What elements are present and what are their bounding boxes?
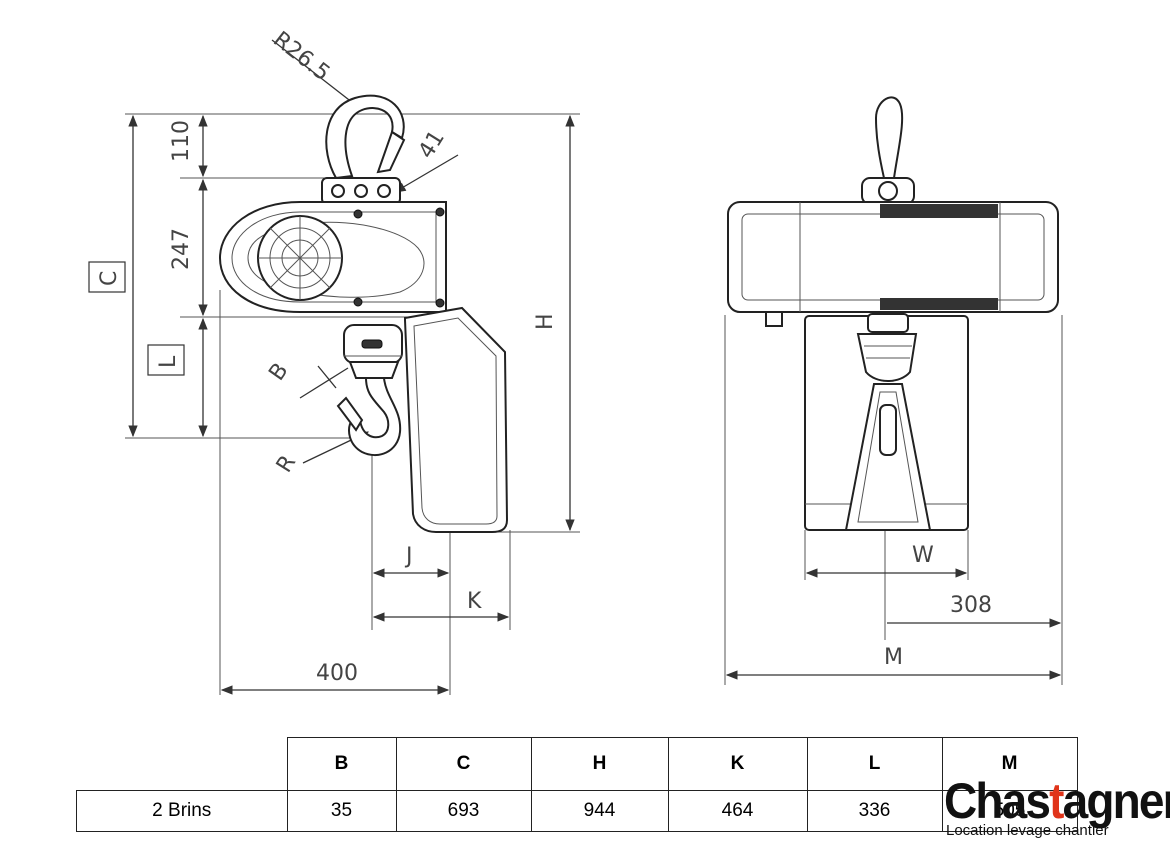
dim-400: 400 xyxy=(316,661,358,686)
dim-k: K xyxy=(467,589,482,614)
table-header-cell: B xyxy=(286,737,397,791)
front-view xyxy=(724,96,1063,685)
table-cell: 505 xyxy=(941,790,1078,832)
table-cell: 35 xyxy=(286,790,397,832)
dim-l-box: L xyxy=(147,344,185,376)
table-header-cell: H xyxy=(530,737,669,791)
dim-110: 110 xyxy=(169,120,194,162)
logo-tagline: Location levage chantier xyxy=(946,822,1109,839)
dim-r: R xyxy=(272,451,301,477)
dim-b: B xyxy=(264,359,293,386)
table-header-cell: C xyxy=(395,737,532,791)
dim-41: 41 xyxy=(414,126,450,163)
table-header-cell: L xyxy=(806,737,943,791)
chastagner-logo: Chastagner Location levage chantier xyxy=(940,772,1170,842)
dim-w: W xyxy=(912,543,934,568)
table-cell: 336 xyxy=(806,790,943,832)
logo-name-accent: t xyxy=(1049,773,1064,829)
dim-c-box: C xyxy=(88,261,126,293)
table-cell: 464 xyxy=(667,790,808,832)
dim-308: 308 xyxy=(950,593,992,618)
dim-l: L xyxy=(156,355,181,368)
table-header-blank xyxy=(77,738,288,791)
table-cell: 944 xyxy=(530,790,669,832)
dim-c: C xyxy=(97,271,122,286)
logo-name: Chastagner xyxy=(944,772,1170,830)
table-cell: 693 xyxy=(395,790,532,832)
technical-drawing: R26.5 110 41 247 C L H B R J K 400 xyxy=(88,27,1063,695)
dim-247: 247 xyxy=(169,228,194,270)
logo-name-part2: agner xyxy=(1062,773,1170,829)
dim-m: M xyxy=(884,645,903,670)
side-view xyxy=(125,39,580,695)
table-header-row: B C H K L M xyxy=(77,737,1078,791)
dim-r26: R26.5 xyxy=(268,27,334,86)
logo-name-part1: Chas xyxy=(944,773,1051,829)
table-row: 2 Brins 35 693 944 464 336 505 xyxy=(76,790,1078,832)
dim-j: J xyxy=(404,544,413,569)
dim-h: H xyxy=(533,313,558,330)
table-header-cell: K xyxy=(667,737,808,791)
dimensions-table: B C H K L M 2 Brins 35 693 944 464 336 5… xyxy=(76,737,1078,832)
row-label: 2 Brins xyxy=(76,790,288,832)
